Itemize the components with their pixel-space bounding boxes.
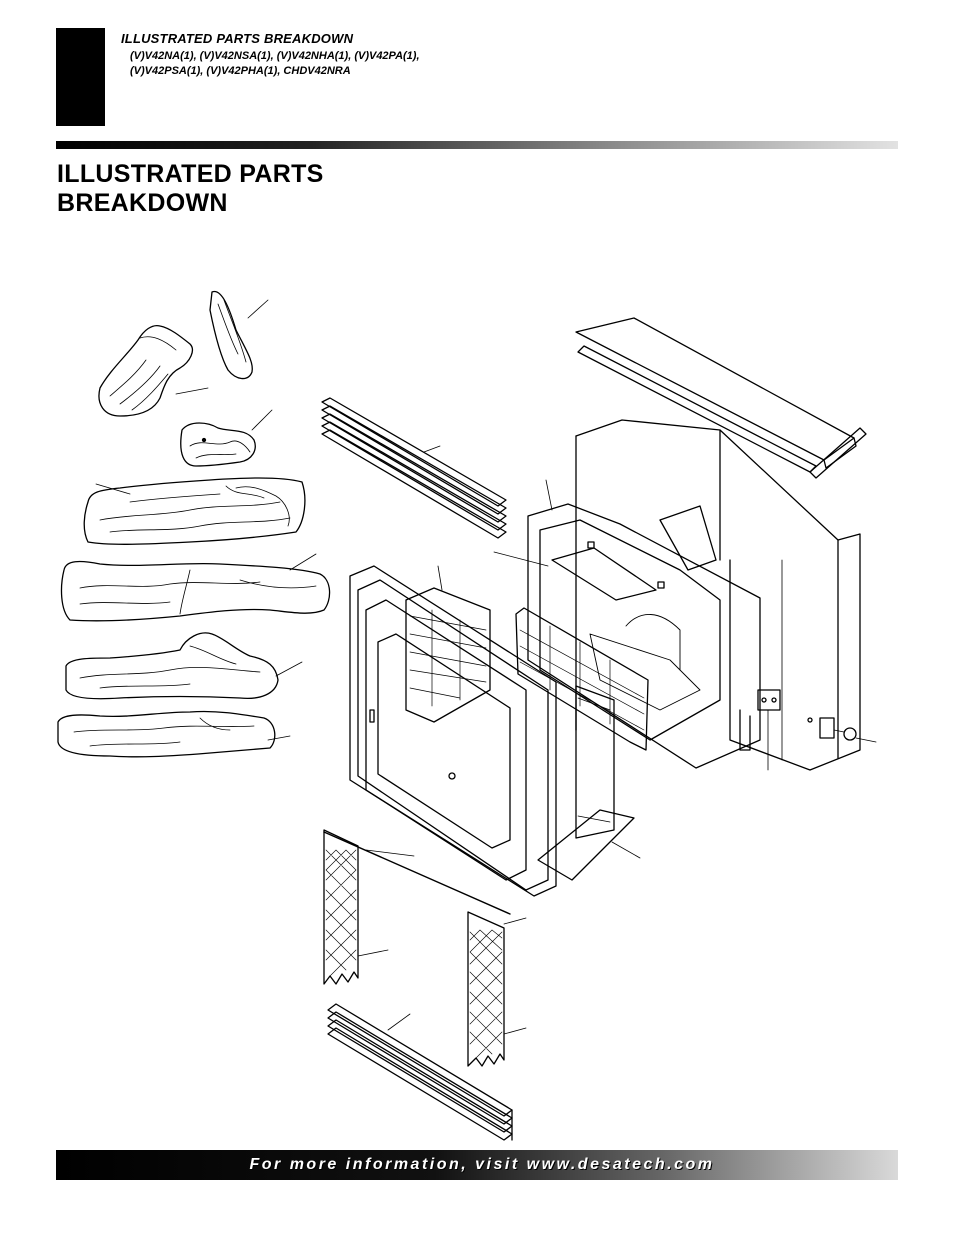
log-long-rear — [83, 477, 306, 545]
side-refractory-panel — [575, 685, 615, 839]
brick-side-panel — [515, 607, 649, 751]
gas-valve-bracket — [757, 689, 781, 771]
log-front-lower — [57, 710, 291, 758]
inner-firebox — [493, 479, 761, 769]
page-title-line-1: ILLUSTRATED PARTS — [57, 160, 324, 188]
log-long-middle — [60, 553, 331, 622]
log-chunk — [180, 409, 273, 467]
upper-louver-assembly — [321, 397, 507, 539]
page-title-line-2: BREAKDOWN — [57, 189, 228, 217]
top-cover-panel — [575, 317, 857, 469]
top-baffle-panel — [577, 345, 867, 479]
lower-louver-assembly — [327, 1003, 513, 1141]
mesh-screen-left — [323, 829, 389, 985]
hearth-base-plate — [537, 809, 641, 881]
log-front-upper — [65, 632, 303, 700]
outer-firebox-casing — [575, 419, 861, 771]
exploded-parts-diagram — [57, 291, 877, 1141]
log-curved-branch — [98, 324, 209, 417]
header-models-line-2: (V)V42PSA(1), (V)V42PHA(1), CHDV42NRA — [130, 65, 351, 77]
brick-rear-panel — [405, 587, 491, 723]
footer-info-text: For more information, visit www.desatech… — [249, 1156, 715, 1173]
knob-and-switch — [819, 717, 877, 743]
footer-bar: For more information, visit www.desatech… — [56, 1150, 898, 1180]
section-tab-block — [56, 28, 105, 126]
header-model-list: (V)V42NA(1), (V)V42NSA(1), (V)V42NHA(1),… — [130, 49, 420, 79]
header-section-title: ILLUSTRATED PARTS BREAKDOWN — [121, 31, 354, 46]
screen-rod — [323, 831, 511, 915]
page-title: ILLUSTRATED PARTS BREAKDOWN — [57, 160, 324, 218]
log-small-upright — [209, 291, 269, 380]
header-models-line-1: (V)V42NA(1), (V)V42NSA(1), (V)V42NHA(1),… — [130, 50, 420, 62]
mesh-screen-right — [467, 911, 527, 1067]
header-rule-bar — [56, 141, 898, 149]
front-frame-assembly — [349, 565, 557, 897]
